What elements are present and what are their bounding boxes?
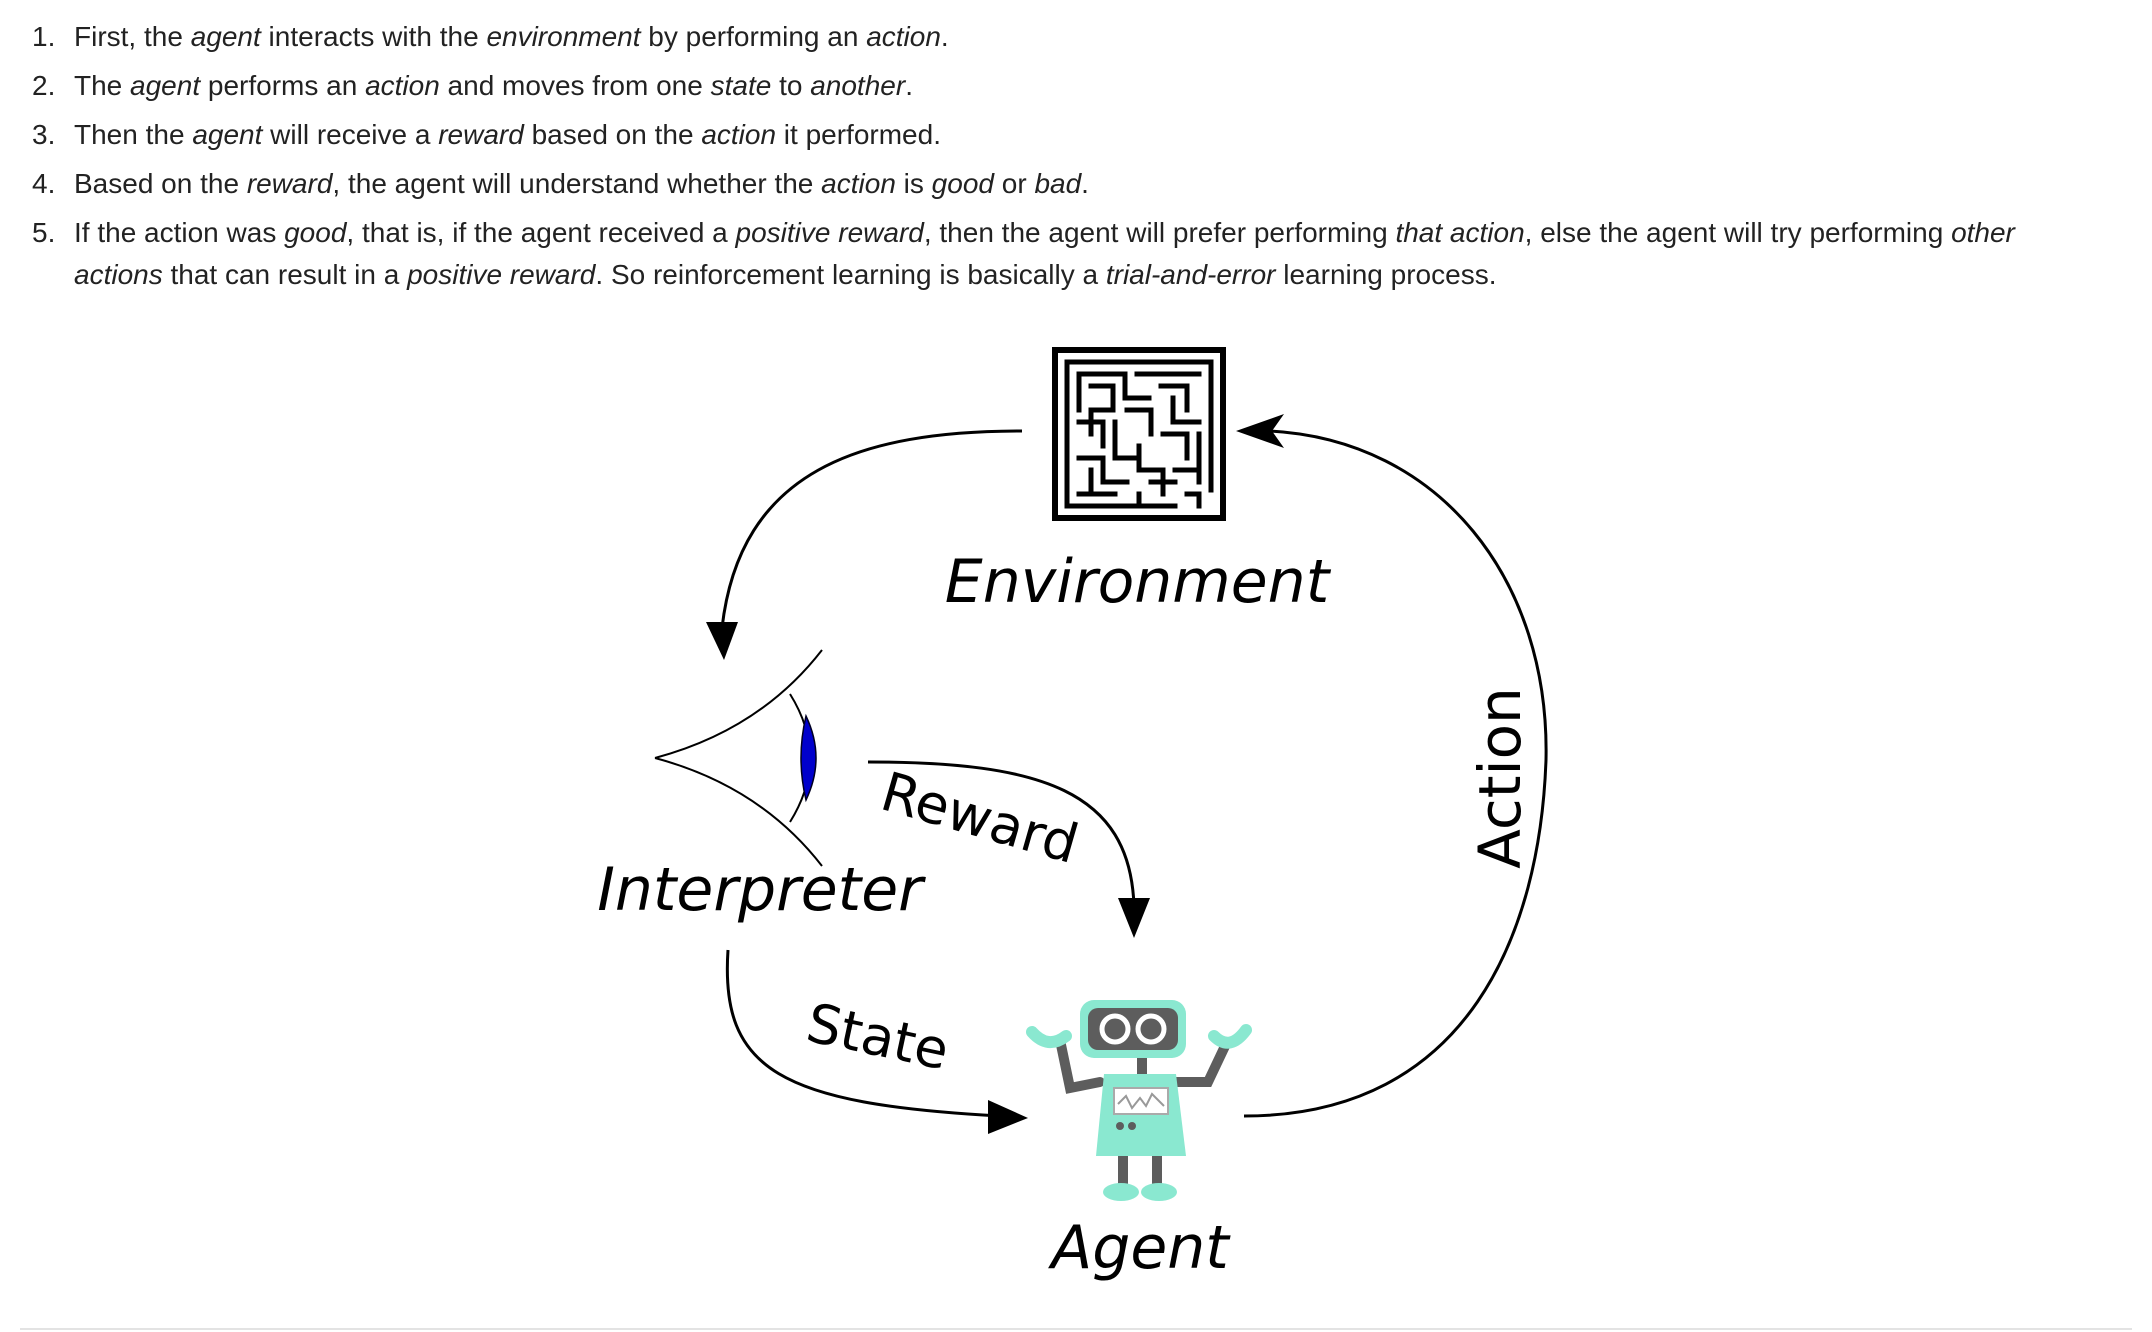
step-text: , else the agent will try performing [1524,217,1952,248]
step-text: Then the [74,119,193,150]
step-text-em: agent [130,70,201,101]
step-4: 4. Based on the reward, the agent will u… [32,163,2092,205]
step-text: If the action was [74,217,285,248]
step-text: performs an [200,70,366,101]
step-text: Based on the [74,168,247,199]
step-text: , the agent will understand whether the [332,168,822,199]
step-text-em: another [810,70,906,101]
step-number: 4. [32,168,56,199]
action-arrow [1236,414,1548,1118]
step-text: and moves from one [439,70,711,101]
step-text: based on the [523,119,702,150]
step-text: First, the [74,21,191,52]
step-number: 3. [32,119,56,150]
step-number: 5. [32,217,56,248]
step-text-em: trial-and-error [1105,259,1276,290]
interpreter-label: Interpreter [597,855,926,925]
rl-loop-diagram: Environment Interpreter [0,330,2152,1330]
step-text: interacts with the [260,21,487,52]
robot-icon [1026,1000,1252,1201]
eye-icon [654,649,823,867]
observation-arrow [706,429,1023,660]
step-text-em: state [710,70,772,101]
step-text-em: agent [192,119,263,150]
step-number: 1. [32,21,56,52]
step-2: 2. The agent performs an action and move… [32,65,2092,107]
maze-icon [1052,347,1226,521]
step-text-em: reward [246,168,333,199]
step-text-em: bad [1034,168,1082,199]
step-text-em: environment [486,21,641,52]
step-1: 1. First, the agent interacts with the e… [32,16,2092,58]
state-arrow [725,949,1028,1134]
steps-list: 1. First, the agent interacts with the e… [32,16,2092,303]
reward-arrow [867,760,1150,938]
step-text: . [940,21,949,52]
step-text-em: action [365,70,440,101]
divider [20,1328,2132,1330]
step-text-em: positive reward [407,259,596,290]
agent-label: Agent [1047,1213,1231,1283]
step-text: will receive a [262,119,439,150]
step-text: , then the agent will prefer performing [923,217,1396,248]
step-text: that can result in a [162,259,408,290]
step-text-em: agent [190,21,261,52]
step-text: it performed. [776,119,941,150]
step-text: learning process. [1275,259,1497,290]
step-text-em: reward [438,119,524,150]
step-text-em: action [866,21,941,52]
step-5: 5. If the action was good, that is, if t… [32,212,2092,296]
step-text: . So reinforcement learning is basically… [595,259,1106,290]
step-text: . [1081,168,1089,199]
step-text: or [993,168,1035,199]
step-text-em: action [701,119,777,150]
environment-label: Environment [945,547,1332,617]
step-text: . [905,70,913,101]
step-text-em: positive reward [735,217,924,248]
step-text-em: good [284,217,347,248]
step-text: is [895,168,932,199]
step-number: 2. [32,70,56,101]
state-label: State [801,991,954,1082]
diagram-canvas: Environment Interpreter [597,347,1548,1283]
step-text: The [74,70,131,101]
step-text: , that is, if the agent received a [346,217,736,248]
action-label: Action [1466,687,1534,869]
step-text-em: other actions [74,217,2015,290]
step-3: 3. Then the agent will receive a reward … [32,114,2092,156]
step-text-em: action [821,168,896,199]
step-text: to [771,70,811,101]
step-text-em: good [931,168,994,199]
step-text-em: that action [1395,217,1525,248]
step-text: by performing an [640,21,867,52]
